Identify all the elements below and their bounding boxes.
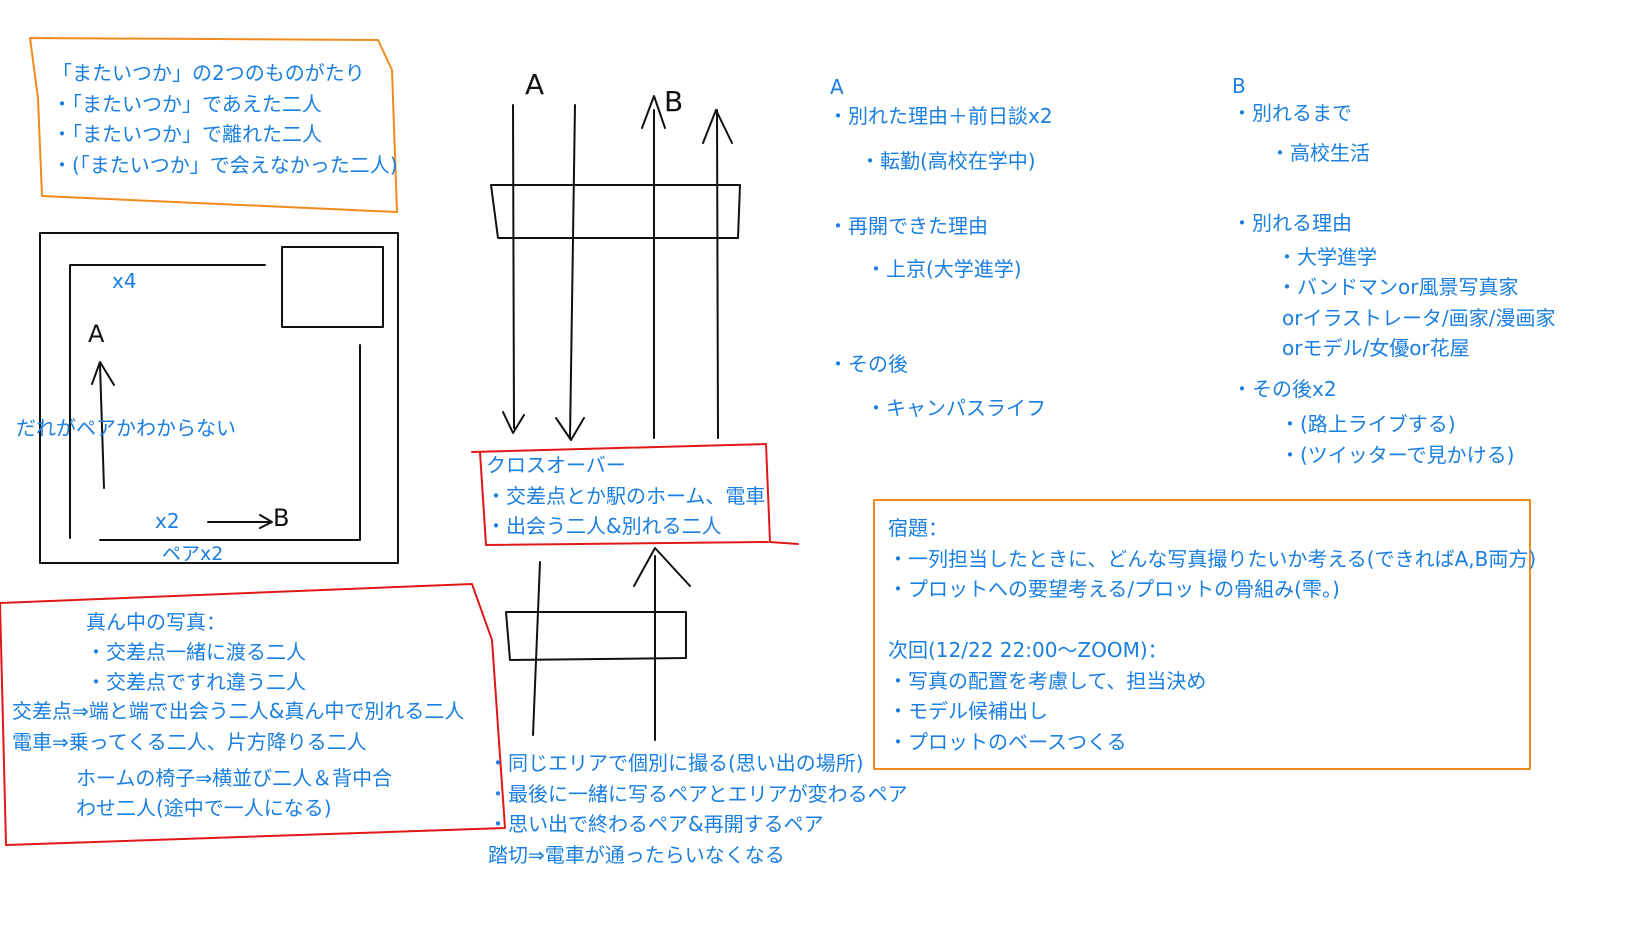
room-pair: ペアx2 (162, 543, 224, 565)
room-x2: x2 (155, 509, 180, 533)
photo-note-line: ・交差点一緒に渡る二人 (86, 640, 306, 664)
homework-line: ・プロットのベースつくる (888, 729, 1127, 754)
hand-label-a: A (525, 68, 545, 101)
crossover-line: ・交差点とか駅のホーム、電車 (486, 483, 766, 508)
col-b-item: ・別れる理由 (1232, 211, 1352, 235)
center-bottom-note: ・同じエリアで個別に撮る(思い出の場所) ・最後に一緒に写るペアとエリアが変わる… (488, 748, 908, 870)
photo-note-line: 交差点⇒端と端で出会う二人&真ん中で別れる二人 (12, 699, 465, 723)
homework-line: 宿題： (888, 516, 948, 540)
crossover-note: クロスオーバー ・交差点とか駅のホーム、電車 ・出会う二人&別れる二人 (486, 450, 765, 542)
room-x4: x4 (112, 269, 137, 293)
top-note-line: 「またいつか」の2つのものがたり (52, 61, 365, 85)
homework-note: 宿題： ・一列担当したときに、どんな写真撮りたいか考える(できればA,B両方) … (888, 513, 1536, 757)
photo-note-line: 真ん中の写真： (86, 610, 226, 634)
room-arrow-right (207, 514, 273, 529)
photo-note-line: 電車⇒乗ってくる二人、片方降りる二人 (12, 730, 367, 754)
homework-line: ・一列担当したときに、どんな写真撮りたいか考える(できればA,B両方) (888, 546, 1537, 571)
center-bottom-line: ・同じエリアで個別に撮る(思い出の場所) (488, 751, 864, 775)
lower-arrow (633, 547, 691, 741)
top-note-line: ・(「またいつか」で会えなかった二人) (52, 152, 398, 177)
col-a-item: ・キャンパスライフ (866, 396, 1046, 420)
top-note-line: ・「またいつか」であえた二人 (52, 91, 322, 116)
crossing-bar-bottom (505, 611, 687, 661)
col-a-item: ・転勤(高校在学中) (860, 149, 1036, 173)
room-hand-a: A (88, 320, 105, 348)
photo-note-line: ・交差点ですれ違う二人 (86, 670, 306, 694)
arrow-b-left (641, 95, 666, 439)
col-b-item: ・バンドマンor風景写真家 (1277, 275, 1519, 299)
homework-line (888, 605, 1536, 636)
homework-line: ・プロットへの要望考える/プロットの骨組み(雫。) (888, 577, 1340, 601)
center-bottom-line: ・最後に一緒に写るペアとエリアが変わるペア (488, 781, 908, 806)
col-b-item: ・その後x2 (1232, 377, 1337, 401)
room-inner-box (281, 246, 384, 328)
room-wall-left (69, 264, 266, 539)
hand-label-b: B (664, 85, 684, 118)
photo-note-line: わせ二人(途中で一人になる) (76, 796, 332, 820)
col-b-item: ・(路上ライブする) (1280, 412, 1456, 436)
col-a-item: ・その後 (828, 352, 908, 376)
arrow-a-left (502, 104, 525, 434)
col-a-item: ・上京(大学進学) (866, 257, 1022, 281)
crossover-line: クロスオーバー (486, 453, 626, 477)
col-b-item: orイラストレータ/画家/漫画家 (1282, 306, 1556, 330)
homework-line: ・写真の配置を考慮して、担当決め (888, 668, 1207, 693)
room-unknown: だれがペアかわからない (16, 416, 236, 440)
col-b-item: orモデル/女優or花屋 (1282, 336, 1470, 360)
photo-note-border (0, 583, 506, 846)
top-note-line: ・「またいつか」で離れた二人 (52, 122, 322, 146)
room-hand-b: B (273, 504, 290, 532)
room-wall-right (99, 344, 361, 541)
col-b-title: B (1232, 74, 1246, 98)
crossing-bar-top (490, 184, 741, 239)
crossover-line: ・出会う二人&別れる二人 (486, 514, 722, 538)
lower-line-left (532, 561, 541, 736)
col-b-item: ・大学進学 (1277, 245, 1377, 269)
col-a-item: ・別れた理由＋前日談x2 (828, 104, 1053, 128)
col-a-item: ・再開できた理由 (828, 214, 988, 238)
photo-note-line: ホームの椅子⇒横並び二人＆背中合 (76, 766, 393, 790)
top-note-border (29, 37, 398, 213)
arrow-b-right (702, 109, 733, 439)
homework-border (873, 499, 1531, 770)
center-bottom-line: ・思い出で終わるペア&再開するペア (488, 812, 824, 836)
homework-line: 次回(12/22 22:00～ZOOM)： (888, 638, 1168, 662)
col-a-title: A (830, 75, 844, 99)
crossover-border (471, 443, 799, 546)
room-arrow-up (91, 361, 115, 489)
room-box (39, 232, 399, 564)
col-b-item: ・(ツイッターで見かける) (1280, 443, 1515, 467)
homework-line: ・モデル候補出し (888, 699, 1048, 723)
col-b-item: ・別れるまで (1232, 101, 1352, 125)
top-note: 「またいつか」の2つのものがたり ・「またいつか」であえた二人 ・「またいつか」… (52, 58, 398, 180)
col-b-item: ・高校生活 (1270, 141, 1370, 165)
arrow-a-right (555, 104, 585, 441)
center-bottom-line: 踏切⇒電車が通ったらいなくなる (488, 842, 785, 867)
